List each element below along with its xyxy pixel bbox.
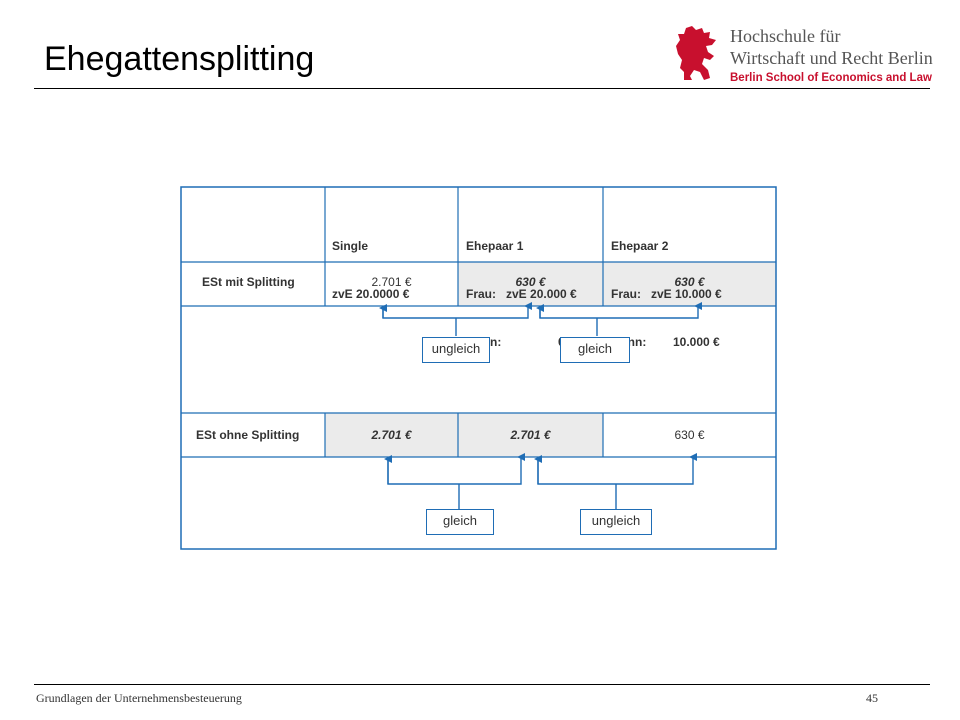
column-heading: Single [332, 239, 369, 253]
footer-course-title: Grundlagen der Unternehmensbesteuerung [36, 691, 242, 705]
column-header-single: Single zvE 20.0000 € [332, 206, 409, 334]
berlin-bear-icon [676, 26, 716, 80]
row-label-with-splitting: ESt mit Splitting [202, 275, 295, 289]
splitting-diagram: Single zvE 20.0000 € Ehepaar 1 Frau: zvE… [180, 186, 777, 550]
column-subline: Frau: zvE 20.000 € [466, 287, 577, 301]
value-without-ehepaar1: 2.701 € [510, 428, 551, 442]
comparison-label-ungleich: ungleich [580, 509, 652, 535]
column-heading: Ehepaar 2 [611, 239, 669, 253]
diagram-grid [180, 186, 777, 550]
page-number: 45 [866, 691, 878, 705]
value-with-ehepaar2: 630 € [674, 275, 705, 289]
column-heading: Ehepaar 1 [466, 239, 524, 253]
comparison-label-ungleich: ungleich [422, 337, 490, 363]
row-label-without-splitting: ESt ohne Splitting [196, 428, 300, 442]
comparison-label-gleich: gleich [560, 337, 630, 363]
value-with-ehepaar1: 630 € [515, 275, 546, 289]
value-with-single: 2.701 € [371, 275, 412, 289]
column-subline: zvE 20.0000 € [332, 287, 410, 301]
logo-text-line2: Wirtschaft und Recht Berlin [730, 48, 933, 68]
column-subline: Frau: zvE 10.000 € [611, 287, 722, 301]
university-logo: Hochschule für Wirtschaft und Recht Berl… [672, 24, 942, 88]
logo-text-line3: Berlin School of Economics and Law [730, 72, 932, 84]
logo-text-line1: Hochschule für [730, 26, 841, 46]
comparison-label-gleich: gleich [426, 509, 494, 535]
footer-divider [34, 684, 930, 685]
value-without-single: 2.701 € [371, 428, 412, 442]
value-without-ehepaar2: 630 € [674, 428, 705, 442]
slide-title: Ehegattensplitting [44, 40, 315, 78]
title-divider [34, 88, 930, 89]
